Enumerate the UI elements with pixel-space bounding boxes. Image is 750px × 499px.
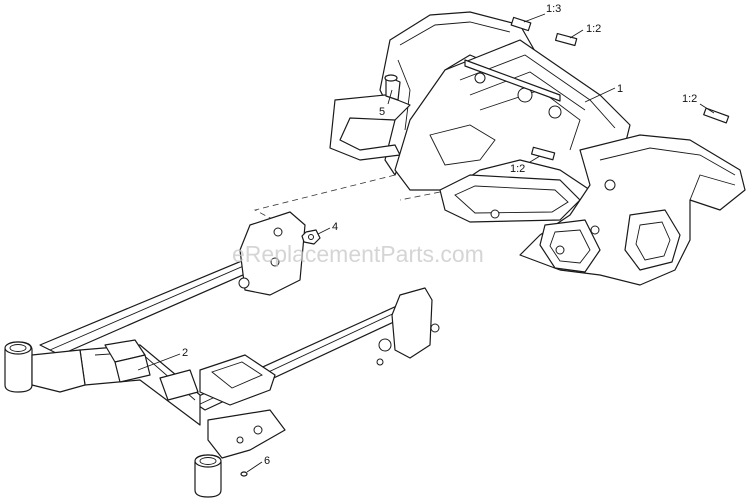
- watermark-text: eReplacementParts.com: [232, 241, 484, 267]
- callout-6: 6: [264, 455, 270, 467]
- callout-4: 4: [332, 221, 338, 233]
- decal-top: [510, 16, 532, 32]
- grease-fitting-part: [240, 471, 248, 477]
- callout-2: 2: [182, 347, 188, 359]
- leader-line: [699, 103, 715, 114]
- leader-line: [529, 155, 541, 163]
- leader-line: [584, 87, 616, 103]
- assembly-line: [399, 191, 441, 201]
- assembly-line: [253, 174, 396, 219]
- decal-right-top: [554, 32, 578, 47]
- callout-decal-right-top: 1:2: [586, 23, 601, 35]
- decal-center: [530, 146, 556, 161]
- callout-decal-far-right: 1:2: [682, 93, 697, 105]
- bolt-part: [384, 74, 401, 101]
- leader-line: [523, 13, 546, 23]
- leader-line: [569, 29, 584, 39]
- callout-decal-top: 1:3: [546, 3, 561, 15]
- main-frame-part: [329, 11, 746, 286]
- leader-line: [246, 461, 263, 473]
- leader-line: [387, 89, 393, 105]
- callout-1: 1: [617, 83, 623, 95]
- decal-far-right: [703, 107, 730, 124]
- leader-line: [137, 353, 181, 371]
- callout-decal-center: 1:2: [510, 163, 525, 175]
- nut-part: [301, 229, 321, 245]
- leader-line: [317, 227, 331, 235]
- callout-5: 5: [379, 106, 385, 118]
- sub-frame-part: [4, 211, 440, 498]
